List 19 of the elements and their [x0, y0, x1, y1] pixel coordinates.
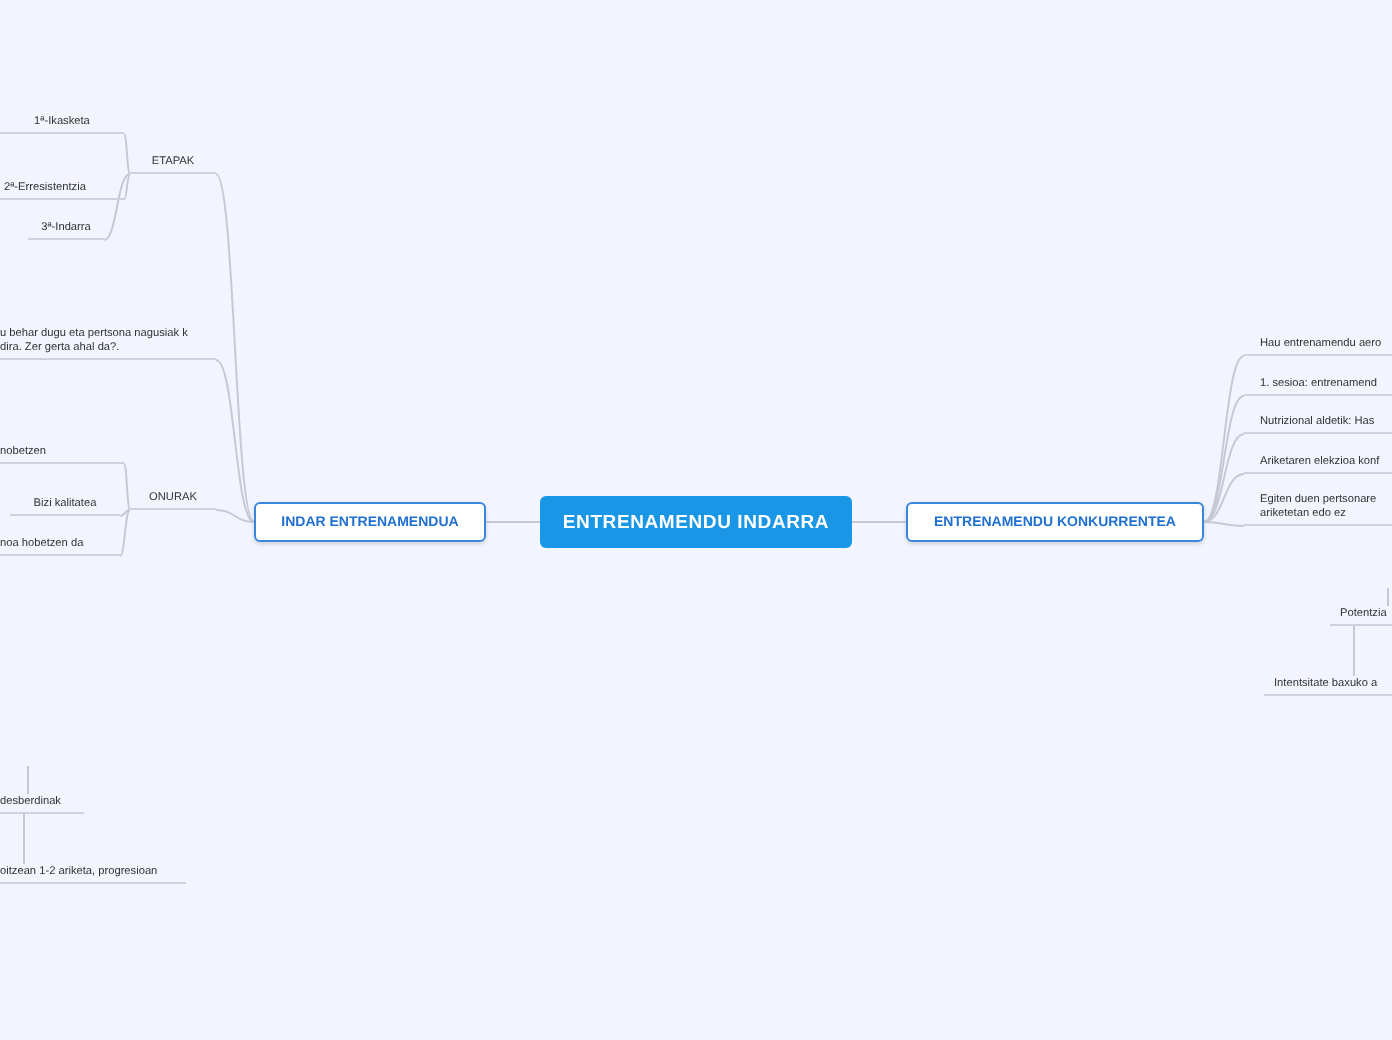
connector-line — [123, 173, 131, 201]
connector-line — [27, 765, 29, 795]
connector-line — [215, 359, 255, 523]
central-topic-box: ENTRENAMENDU INDARRA — [540, 496, 852, 548]
connector-line — [215, 509, 255, 523]
connector-line — [123, 463, 131, 511]
connector-line — [119, 509, 131, 557]
connector-line — [119, 509, 131, 517]
connector-line — [1203, 355, 1245, 523]
connector-line — [1353, 625, 1355, 677]
connector-line — [485, 521, 541, 523]
connector-line — [123, 133, 131, 175]
connector-line — [103, 173, 131, 241]
connector-line — [851, 521, 907, 523]
connector-line — [215, 173, 255, 523]
connector-line — [1203, 473, 1245, 523]
connector-line — [23, 813, 25, 865]
connector-line — [1387, 587, 1389, 607]
connector-line — [1203, 521, 1245, 527]
